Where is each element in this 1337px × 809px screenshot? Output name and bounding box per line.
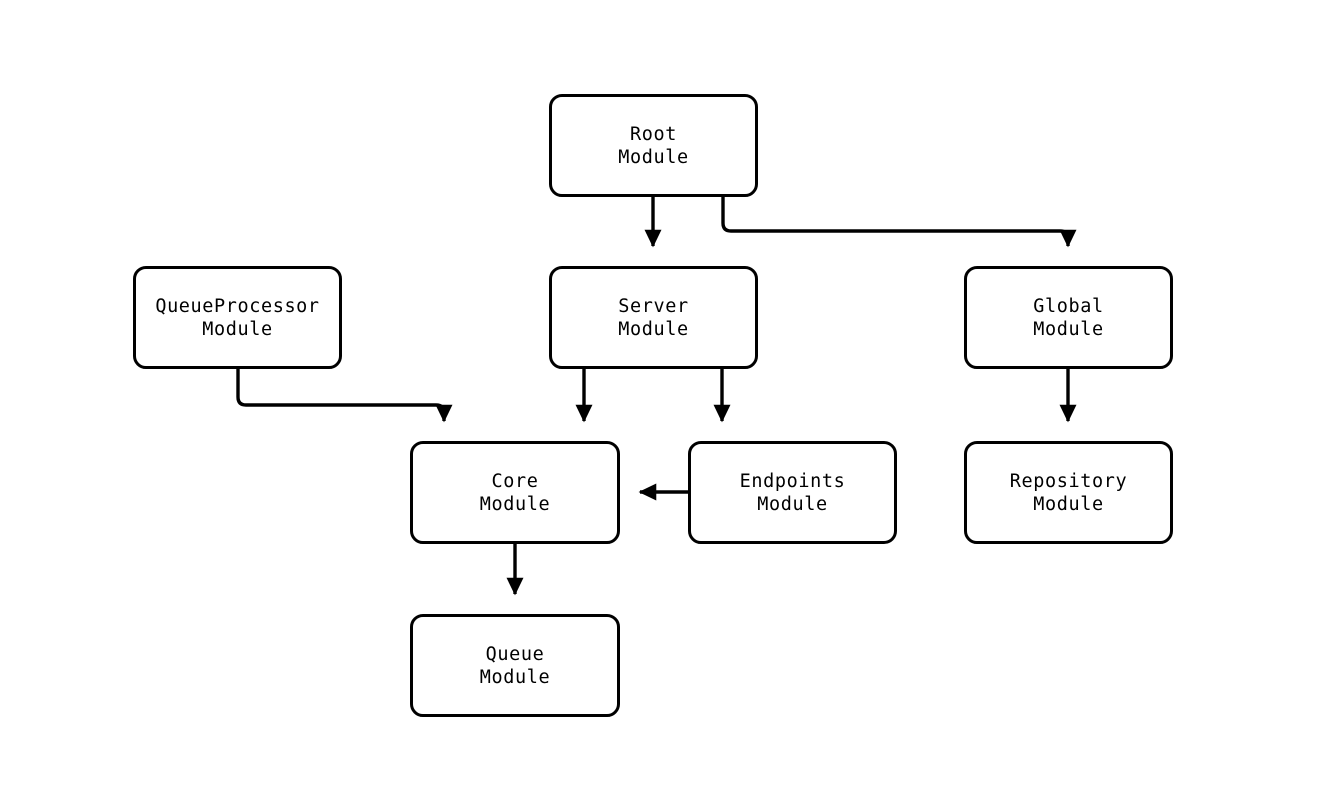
node-label-secondary: Module: [1033, 493, 1104, 515]
node-label-secondary: Module: [618, 318, 689, 340]
node-label-primary: Queue: [485, 643, 545, 665]
node-label-secondary: Module: [1033, 318, 1104, 340]
node-label-primary: Endpoints: [739, 470, 846, 492]
node-label-secondary: Module: [479, 666, 551, 688]
node-label-secondary: Module: [757, 493, 828, 515]
node-label-secondary: Module: [479, 493, 551, 515]
node-label-primary: Global: [1033, 295, 1104, 317]
node-label-primary: Server: [618, 295, 689, 317]
node-label-secondary: Module: [202, 318, 273, 340]
node-label-secondary: Module: [618, 146, 689, 168]
node-label-primary: Repository: [1009, 470, 1128, 492]
node-label-primary: QueueProcessor: [155, 295, 320, 317]
node-label-primary: Core: [491, 470, 539, 492]
node-label-primary: Root: [630, 123, 677, 145]
edge-queueprocessor-to-core: [236, 369, 453, 423]
edge-root-to-global: [721, 197, 1077, 248]
